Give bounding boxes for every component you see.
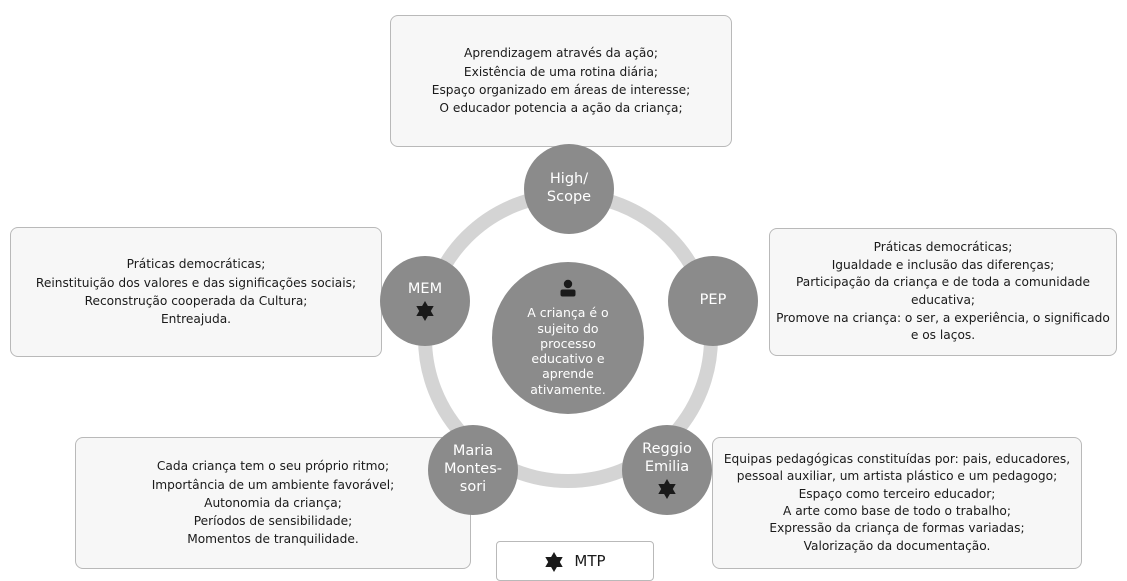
center-text: A criança é o sujeito do processo educat… (527, 305, 609, 397)
legend: MTP (496, 541, 654, 581)
mem-list: Práticas democráticas; Reinstituição dos … (30, 255, 362, 328)
list-item: Cada criança tem o seu próprio ritmo; (156, 459, 390, 474)
list-item: Espaço organizado em áreas de interesse; (431, 83, 691, 97)
pep-node: PEP (668, 256, 758, 346)
star-icon (657, 479, 677, 499)
list-item: Momentos de tranquilidade. (187, 532, 359, 547)
star-icon (415, 301, 435, 321)
person-icon (560, 280, 576, 297)
list-item: Espaço como terceiro educador; (798, 486, 996, 501)
mem-box: Práticas democráticas; Reinstituição dos … (10, 227, 382, 357)
list-item: A arte como base de todo o trabalho; (782, 504, 1011, 518)
high-scope-list: Aprendizagem através da ação; Existência … (426, 44, 696, 117)
pep-list: Práticas democráticas; Igualdade e inclus… (770, 239, 1116, 345)
high-scope-box: Aprendizagem através da ação; Existência … (390, 15, 732, 147)
list-item: Reconstrução cooperada da Cultura; (84, 294, 308, 308)
list-item: Autonomia da criança; (204, 495, 342, 510)
legend-label: MTP (574, 552, 606, 570)
pep-box: Práticas democráticas; Igualdade e inclus… (769, 228, 1117, 356)
star-icon (544, 552, 564, 572)
list-item: Práticas democráticas; (873, 239, 1013, 254)
list-item: Entreajuda. (160, 312, 232, 327)
maria-montessori-label: Maria Montes- sori (444, 443, 502, 495)
list-item: O educador potencia a ação da criança; (439, 101, 683, 116)
mem-node: MEM (380, 256, 470, 346)
list-item: Valorização da documentação. (803, 538, 991, 553)
list-item: Reinstituição dos valores e das signific… (35, 275, 357, 290)
maria-montessori-node: Maria Montes- sori (428, 425, 518, 515)
list-item: Importância de um ambiente favorável; (151, 477, 395, 492)
maria-montessori-list: Cada criança tem o seu próprio ritmo; Imp… (146, 457, 401, 548)
list-item: Períodos de sensibilidade; (193, 514, 353, 529)
list-item: Equipas pedagógicas constituídas por: pa… (723, 452, 1071, 484)
list-item: Expressão da criança de formas variadas; (769, 521, 1025, 536)
list-item: Aprendizagem através da ação; (464, 46, 658, 61)
list-item: Participação da criança e de toda a comu… (795, 275, 1091, 307)
mem-label: MEM (407, 280, 443, 297)
reggio-emilia-box: Equipas pedagógicas constituídas por: pa… (712, 437, 1082, 569)
pep-label: PEP (699, 292, 727, 309)
list-item: Igualdade e inclusão das diferenças; (831, 257, 1055, 272)
reggio-emilia-node: Reggio Emilia (622, 425, 712, 515)
high-scope-node: High/ Scope (524, 144, 614, 234)
high-scope-label: High/ Scope (546, 171, 592, 205)
list-item: Existência de uma rotina diária; (463, 64, 659, 79)
list-item: Promove na criança: o ser, a experiência… (776, 310, 1110, 343)
reggio-emilia-label: Reggio Emilia (642, 440, 692, 475)
reggio-emilia-list: Equipas pedagógicas constituídas por: pa… (713, 451, 1081, 555)
maria-montessori-box: Cada criança tem o seu próprio ritmo; Imp… (75, 437, 471, 569)
list-item: Práticas democráticas; (126, 257, 266, 272)
center-circle: A criança é o sujeito do processo educat… (492, 262, 644, 414)
